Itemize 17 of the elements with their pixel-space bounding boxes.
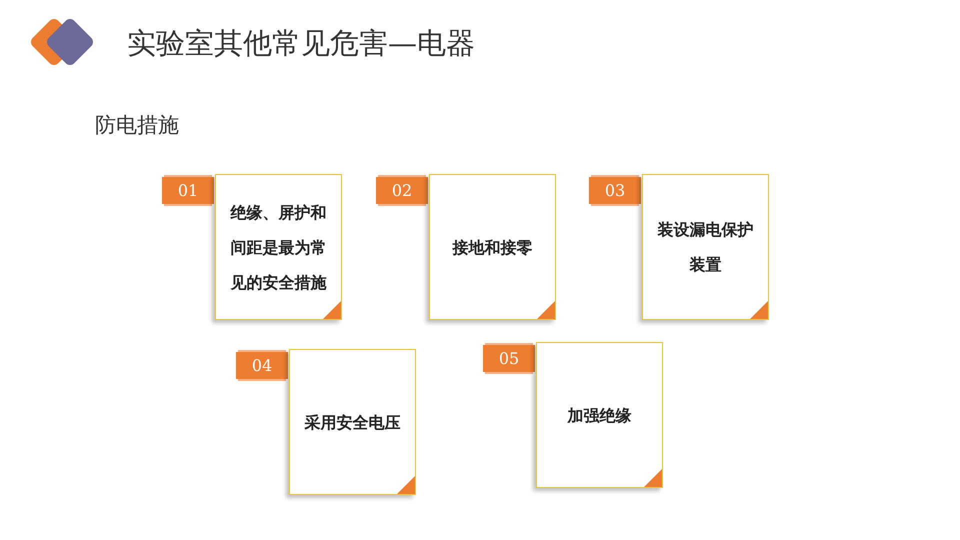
- note-card: [289, 349, 416, 495]
- card-text: 采用安全电压: [304, 412, 402, 434]
- slide-title: 实验室其他常见危害—电器: [127, 25, 475, 62]
- card-text: 接地和接零: [451, 236, 534, 258]
- note-card: [642, 174, 769, 320]
- number-tab: 02: [376, 177, 428, 204]
- card-text: 装设漏电保护装置: [656, 219, 754, 276]
- number-tab: 01: [162, 177, 214, 204]
- section-heading: 防电措施: [95, 112, 179, 139]
- card-text: 绝缘、屏护和间距是最为常见的安全措施: [229, 202, 328, 294]
- number-tab: 05: [483, 345, 535, 372]
- note-card: [536, 342, 663, 488]
- note-card: [429, 174, 556, 320]
- note-card: [215, 174, 342, 320]
- number-tab: 03: [589, 177, 641, 204]
- card-text: 加强绝缘: [566, 404, 632, 426]
- number-tab: 04: [236, 352, 288, 379]
